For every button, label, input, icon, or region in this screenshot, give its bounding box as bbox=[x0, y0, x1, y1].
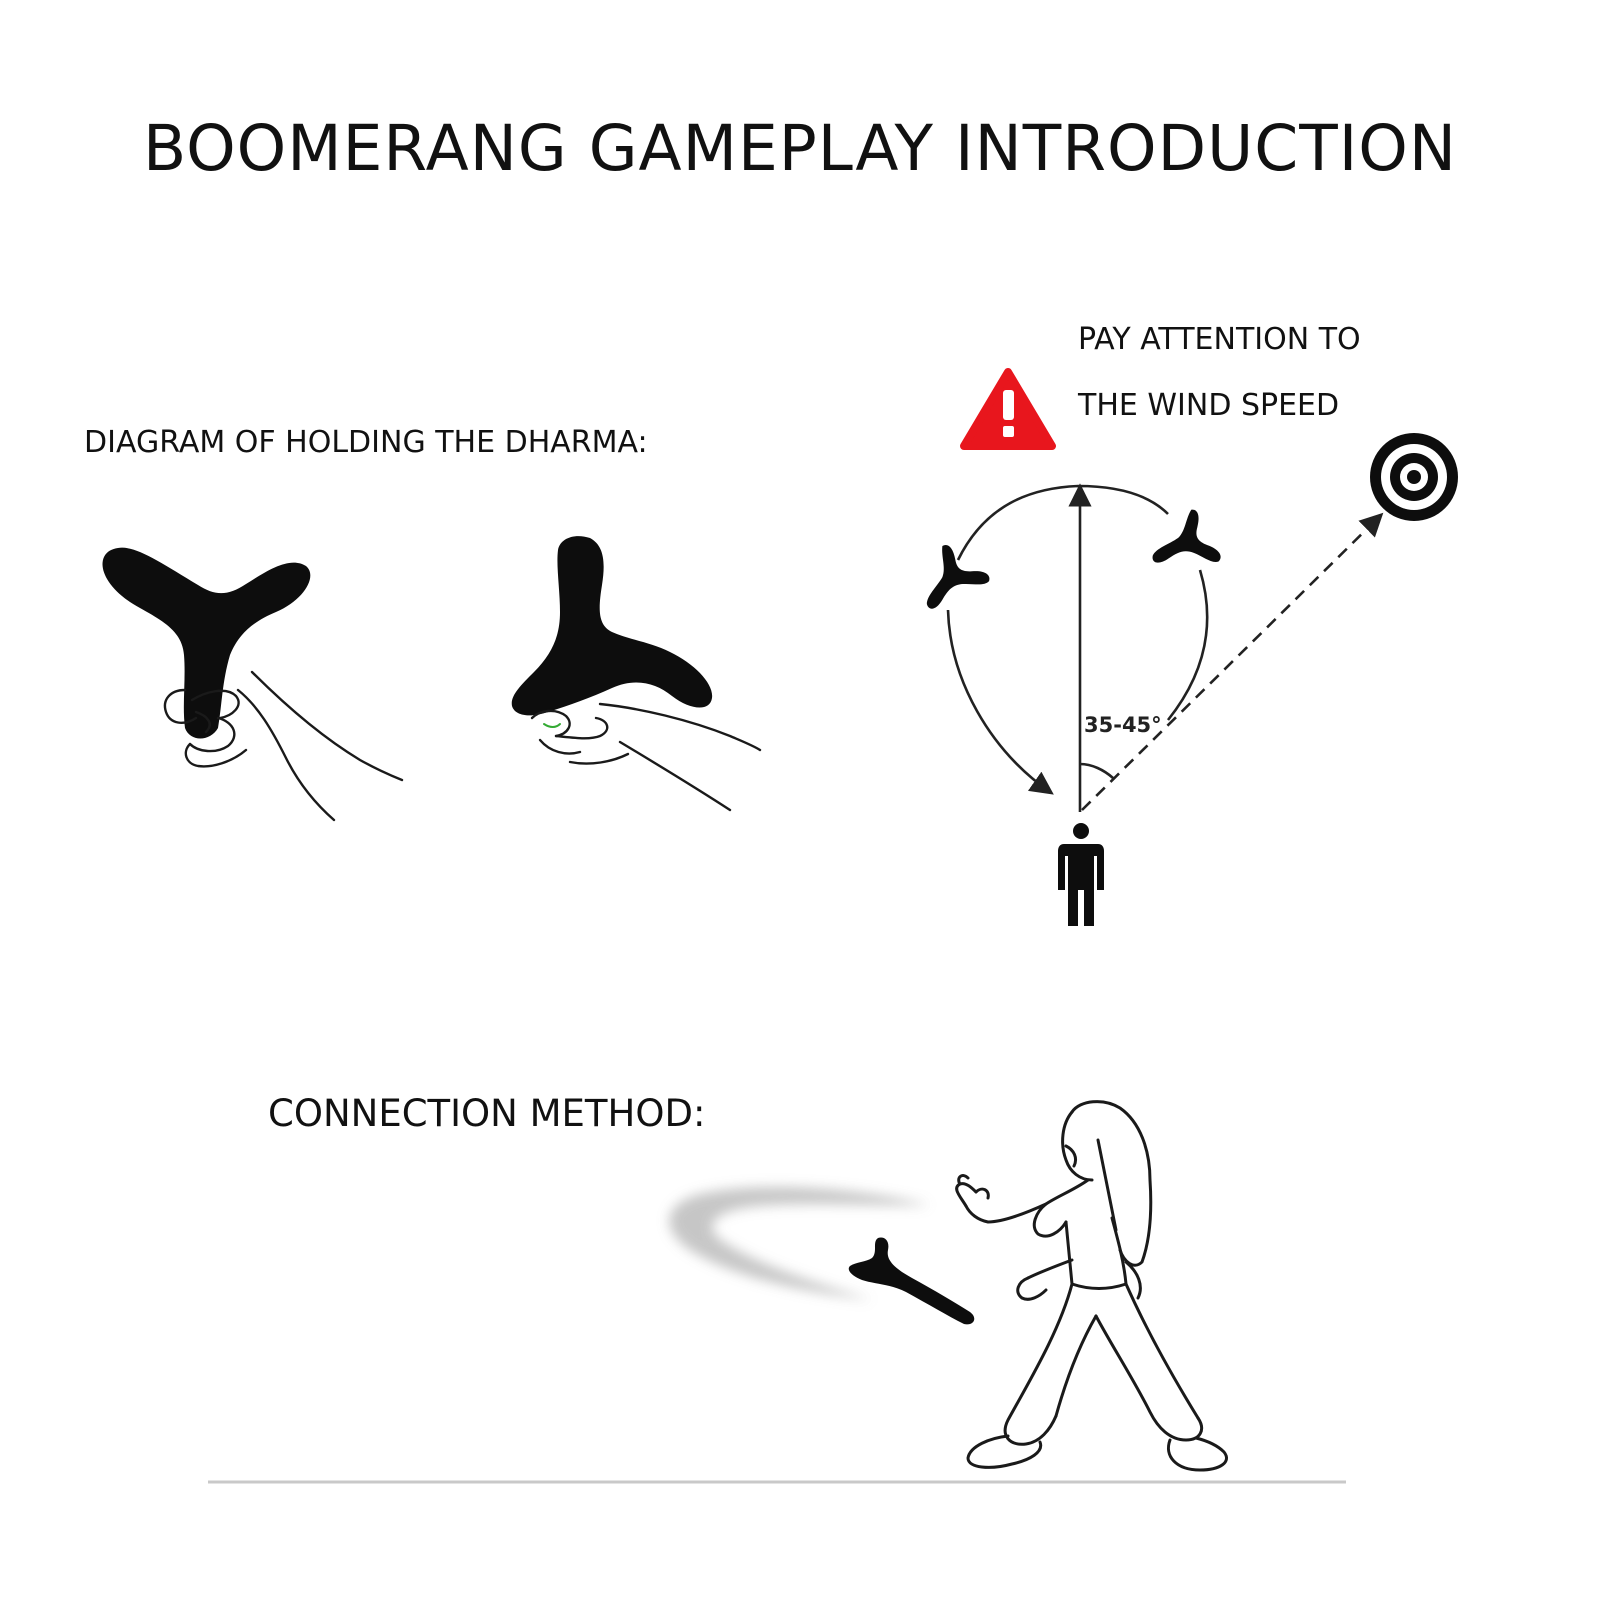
holding-diagram-label: DIAGRAM OF HOLDING THE DHARMA: bbox=[84, 425, 648, 460]
catching-scene bbox=[208, 1100, 1346, 1484]
boomerang-icon bbox=[102, 547, 311, 739]
outbound-arc-right bbox=[1166, 569, 1209, 721]
boomerang-icon bbox=[1152, 509, 1221, 563]
return-arc-left bbox=[946, 609, 1054, 795]
boomerang-icon bbox=[926, 544, 990, 609]
flight-path-diagram bbox=[946, 483, 1384, 812]
connection-method-label: CONNECTION METHOD: bbox=[268, 1092, 706, 1135]
hand-outline bbox=[163, 670, 404, 822]
grip-illustration-2 bbox=[511, 536, 762, 812]
boomerang-icon bbox=[511, 536, 713, 716]
wind-warning-line-2: THE WIND SPEED bbox=[1078, 388, 1340, 423]
warning-triangle-icon bbox=[960, 368, 1056, 450]
angle-label: 35-45° bbox=[1084, 713, 1162, 737]
person-icon bbox=[1058, 823, 1104, 926]
motion-blur-trail bbox=[669, 1186, 930, 1300]
catcher-figure bbox=[955, 1100, 1228, 1472]
bullseye-target-icon bbox=[1370, 433, 1458, 521]
angle-arc bbox=[1079, 762, 1114, 779]
page-title: BOOMERANG GAMEPLAY INTRODUCTION bbox=[142, 112, 1457, 185]
throw-direction-line bbox=[1081, 512, 1384, 811]
grip-illustration-1 bbox=[102, 547, 404, 822]
top-arc bbox=[956, 484, 1169, 561]
hand-outline bbox=[530, 702, 762, 812]
boomerang-icon bbox=[848, 1237, 975, 1325]
wind-warning-line-1: PAY ATTENTION TO bbox=[1078, 322, 1361, 357]
